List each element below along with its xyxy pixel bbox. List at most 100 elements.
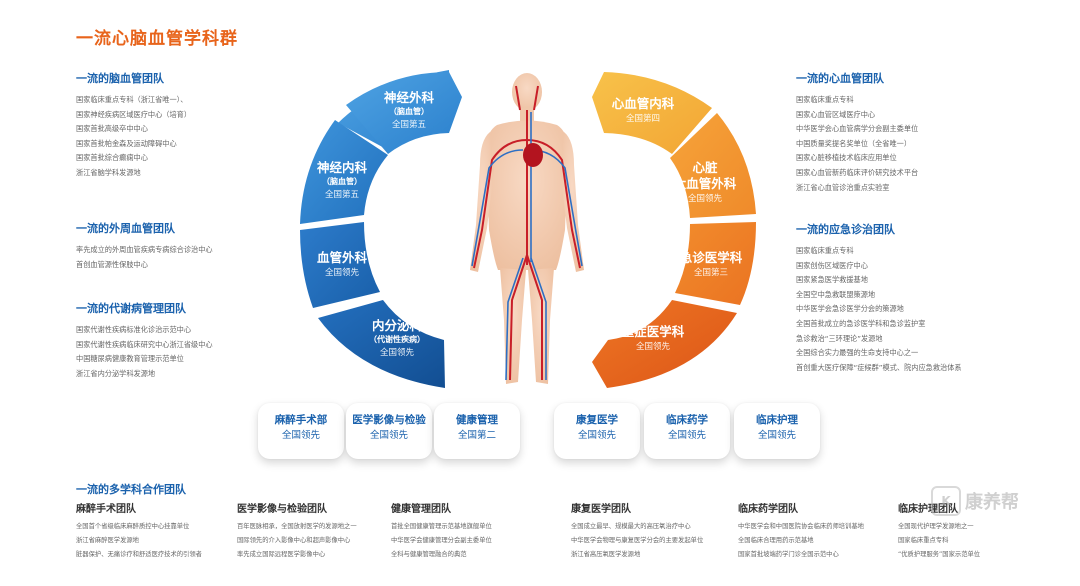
mdt-item: 中华医学会和中国医院协会临床药师培训基地 (738, 523, 864, 530)
mdt-rehabilitation: 康复医学团队 全国成立最早、规模最大的高压氧治疗中心 中华医学会物理与康复医学分… (571, 503, 703, 562)
mdt-item: 百年医脉相承，全国放射医学的发源地之一 (237, 523, 357, 530)
mdt-item: “优质护理服务”国家示范单位 (898, 551, 981, 558)
team-item: 全国首批成立的急诊医学科和急诊监护室 (796, 318, 926, 328)
team-item: 中华医学会急诊医学分会的策源地 (796, 304, 904, 314)
mdt-item: 中华医学会健康管理分会副主委单位 (391, 537, 492, 544)
team-item: 国家神经疾病区域医疗中心（培育） (76, 109, 192, 119)
segment-name: 神经外科 (383, 90, 434, 105)
card-rank: 全国领先 (281, 430, 320, 441)
team-item: 中国质量奖提名奖单位（全省唯一） (796, 138, 912, 148)
segment-rank: 全国领先 (379, 348, 414, 358)
team-title: 一流的代谢病管理团队 (76, 302, 186, 315)
team-item: 国家代谢性疾病标准化诊治示范中心 (76, 325, 192, 334)
mdt-name: 麻醉手术团队 (76, 504, 136, 515)
page-title: 一流心脑血管学科群 (76, 29, 238, 49)
segment-sub: （脑血管） (322, 177, 362, 186)
segment-rank: 全国领先 (635, 342, 670, 352)
team-item: 国家临床重点专科 (796, 246, 854, 255)
mdt-name: 临床药学团队 (738, 504, 798, 515)
team-item: 国家心血管新药临床评价研究技术平台 (796, 167, 919, 177)
team-title: 一流的应急诊治团队 (796, 223, 895, 236)
human-body-figure (470, 73, 584, 384)
team-title: 一流的外周血管团队 (76, 222, 175, 235)
support-card-nursing: 临床护理 全国领先 (734, 403, 820, 459)
segment-cardiology: 心血管内科 全国第四 (600, 96, 686, 127)
card-name: 临床药学 (666, 414, 708, 426)
watermark: K 康养帮 (931, 484, 1019, 518)
support-card-imaging: 医学影像与检验 全国领先 (346, 403, 432, 459)
team-item: 国家心脏移植技术临床应用单位 (796, 153, 897, 163)
segment-rank: 全国领先 (324, 268, 359, 278)
card-rank: 全国领先 (577, 430, 616, 441)
segment-rank: 全国领先 (687, 194, 722, 204)
watermark-text: 康养帮 (965, 492, 1019, 513)
team-item: 浙江省心血管诊治重点实验室 (796, 182, 890, 192)
card-rank: 全国领先 (369, 430, 408, 441)
mdt-item: 全科与健康管理融合的典范 (391, 551, 467, 558)
mdt-item: 首批全国健康管理示范基地旗舰单位 (391, 523, 492, 530)
team-item: 国家代谢性疾病临床研究中心浙江省级中心 (76, 339, 213, 349)
mdt-item: 全国现代护理学发源地之一 (898, 523, 974, 530)
team-item: 中国糖尿病健康教育管理示范单位 (76, 354, 184, 364)
mdt-item: 浙江省高压氧医学发源地 (571, 551, 641, 558)
segment-endocrinology: 内分泌科 （代谢性疾病） 全国领先 (352, 318, 442, 361)
card-name: 康复医学 (576, 414, 618, 426)
card-rank: 全国第二 (457, 430, 496, 441)
segment-rank: 全国第五 (324, 190, 359, 200)
heart-icon (523, 143, 543, 167)
segment-rank: 全国第五 (391, 120, 426, 130)
team-item: 首创血管源性保肢中心 (76, 259, 148, 269)
mdt-item: 中华医学会物理与康复医学分会的主要发起单位 (571, 537, 704, 544)
team-brain-vascular: 一流的脑血管团队 国家临床重点专科（浙江省唯一）、 国家神经疾病区域医疗中心（培… (76, 70, 191, 181)
mdt-item: 国家首批坡端药学门诊全国示范中心 (738, 551, 839, 558)
team-item: 浙江省脑学科发源地 (76, 167, 141, 177)
mdt-item: 国际领先的介入影像中心和超声影像中心 (237, 537, 351, 544)
support-card-rehabilitation: 康复医学 全国领先 (554, 403, 640, 459)
team-item: 国家心血管区域医疗中心 (796, 109, 876, 119)
segment-rank: 全国第四 (625, 114, 660, 124)
mdt-item: 脏器保护、无痛诊疗和舒适医疗技术的引领者 (76, 551, 202, 558)
team-item: 首创重大医疗保障“症候群”模式、院内应急救治体系 (796, 362, 962, 372)
team-title: 一流的脑血管团队 (76, 72, 164, 85)
mdt-name: 临床护理团队 (898, 504, 958, 515)
mdt-anesthesia: 麻醉手术团队 全国首个省级临床麻醉质控中心挂靠单位 浙江省麻醉医学发源地 脏器保… (76, 503, 202, 562)
support-card-pharmacy: 临床药学 全国领先 (644, 403, 730, 459)
mdt-item: 浙江省麻醉医学发源地 (76, 537, 139, 544)
team-item: 国家首批帕金森及运动障碍中心 (76, 138, 177, 148)
card-name: 医学影像与检验 (352, 414, 426, 426)
segment-name: 心脏 (692, 160, 718, 175)
segment-cardiac-surgery: 心脏 大血管外科 全国领先 (664, 160, 746, 207)
team-item: 浙江省内分泌学科发源地 (76, 368, 156, 378)
team-item: 率先成立的外周血管疾病专病综合诊治中心 (76, 245, 213, 254)
segment-neurosurgery: 神经外科 （脑血管） 全国第五 (366, 90, 452, 133)
team-item: 国家创伤区域医疗中心 (796, 260, 868, 270)
card-rank: 全国领先 (667, 430, 706, 441)
team-item: 全国综合实力最强的生命支持中心之一 (796, 348, 919, 358)
watermark-logo-icon: K (931, 486, 961, 516)
team-item: 急诊救治“三环理论”发源地 (796, 333, 883, 343)
segment-name: 神经内科 (316, 160, 367, 175)
card-name: 健康管理 (456, 414, 498, 426)
team-item: 国家首批综合癫痫中心 (76, 153, 148, 163)
segment-sub: （脑血管） (389, 107, 429, 116)
team-cardiovascular: 一流的心血管团队 国家临床重点专科 国家心血管区域医疗中心 中华医学会心血管病学… (796, 70, 918, 195)
team-item: 国家首批高级卒中中心 (76, 124, 148, 134)
mdt-nursing: 临床护理团队 全国现代护理学发源地之一 国家临床重点专科 “优质护理服务”国家示… (898, 503, 980, 562)
mdt-section-title: 一流的多学科合作团队 (76, 483, 186, 496)
segment-sub: （代谢性疾病） (369, 335, 425, 344)
segment-name: 血管外科 (316, 250, 367, 265)
team-title: 一流的心血管团队 (796, 72, 884, 85)
mdt-item: 率先成立国际远程医学影像中心 (237, 551, 326, 558)
mdt-item: 全国成立最早、规模最大的高压氧治疗中心 (571, 523, 691, 530)
segment-vascular-surgery: 血管外科 全国领先 (300, 250, 384, 281)
mdt-item: 国家临床重点专科 (898, 537, 949, 544)
segment-name: 内分泌科 (371, 318, 422, 333)
mdt-pharmacy: 临床药学团队 中华医学会和中国医院协会临床药师培训基地 全国临床合理用药示范基地… (738, 503, 864, 562)
segment-emergency: 急诊医学科 全国第三 (670, 250, 752, 281)
team-peripheral-vascular: 一流的外周血管团队 率先成立的外周血管疾病专病综合诊治中心 首创血管源性保肢中心 (76, 220, 213, 272)
mdt-item: 全国临床合理用药示范基地 (738, 537, 814, 544)
segment-name-line2: 大血管外科 (673, 176, 737, 191)
segment-icu: 重症医学科 全国领先 (610, 324, 696, 355)
team-item: 国家紧急医学救援基地 (796, 275, 868, 285)
team-item: 国家临床重点专科 (796, 95, 854, 104)
